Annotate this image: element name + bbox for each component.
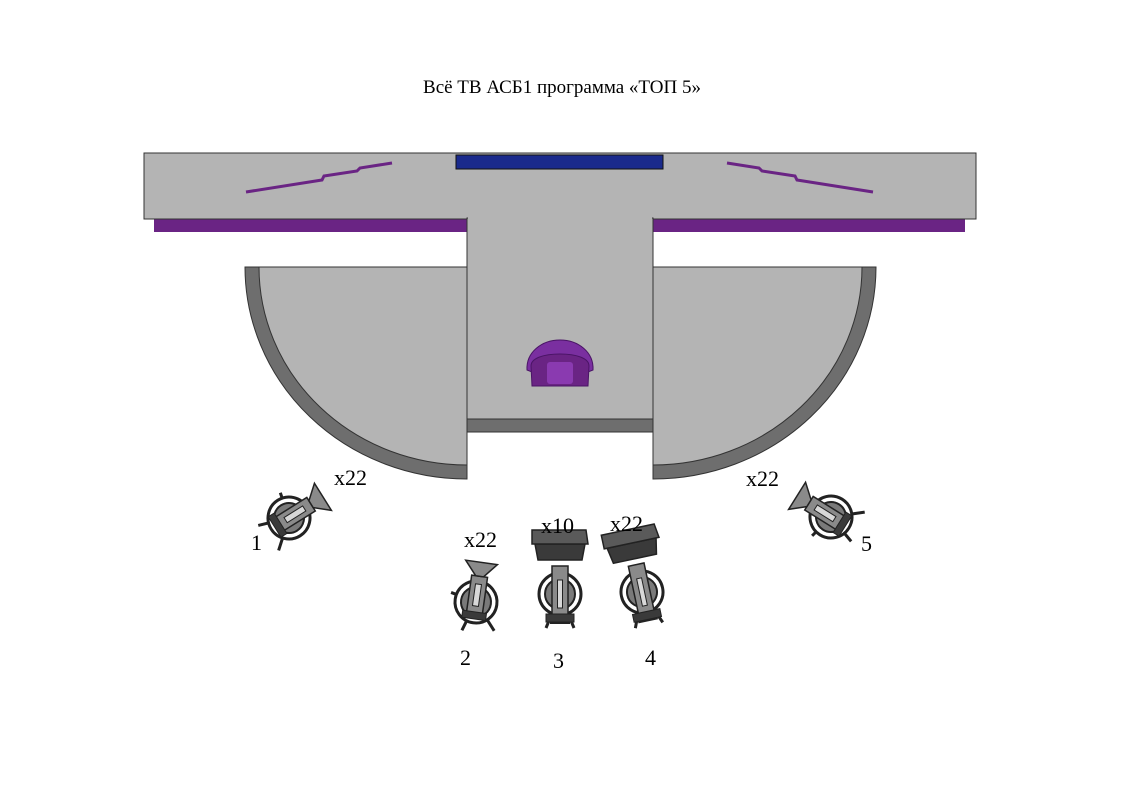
camera-2: x22 2	[444, 527, 505, 670]
floor-left-semicircle	[244, 266, 468, 480]
camera-3-zoom-label: x10	[541, 513, 574, 538]
camera-3-number-label: 3	[553, 648, 564, 673]
camera-2-number-label: 2	[460, 645, 471, 670]
tv-camera-icon	[248, 473, 337, 555]
floor-right-semicircle	[652, 266, 877, 480]
camera-5-zoom-label: x22	[746, 466, 779, 491]
central-runway	[466, 216, 654, 433]
camera-4-zoom-label: x22	[610, 511, 643, 536]
presenter-chair-icon	[526, 339, 594, 387]
camera-4: x22 4	[599, 511, 678, 670]
tv-camera-icon	[781, 475, 870, 557]
camera-5-number-label: 5	[861, 531, 872, 556]
tv-camera-icon	[444, 557, 505, 637]
tv-camera-icon	[530, 528, 590, 630]
video-screen	[455, 154, 664, 170]
camera-4-number-label: 4	[645, 645, 656, 670]
camera-1-number-label: 1	[251, 530, 262, 555]
stage-platform	[143, 152, 977, 232]
diagram-title: Всё ТВ АСБ1 программа «ТОП 5»	[423, 77, 701, 98]
camera-3: x10 3	[530, 513, 590, 673]
camera-2-zoom-label: x22	[464, 527, 497, 552]
camera-1-zoom-label: x22	[334, 465, 367, 490]
tv-camera-icon	[599, 522, 678, 633]
camera-1: x22 1	[248, 465, 367, 555]
light-strip-left	[245, 161, 393, 194]
camera-5: x22 5	[746, 466, 872, 557]
light-strip-right	[726, 161, 874, 194]
